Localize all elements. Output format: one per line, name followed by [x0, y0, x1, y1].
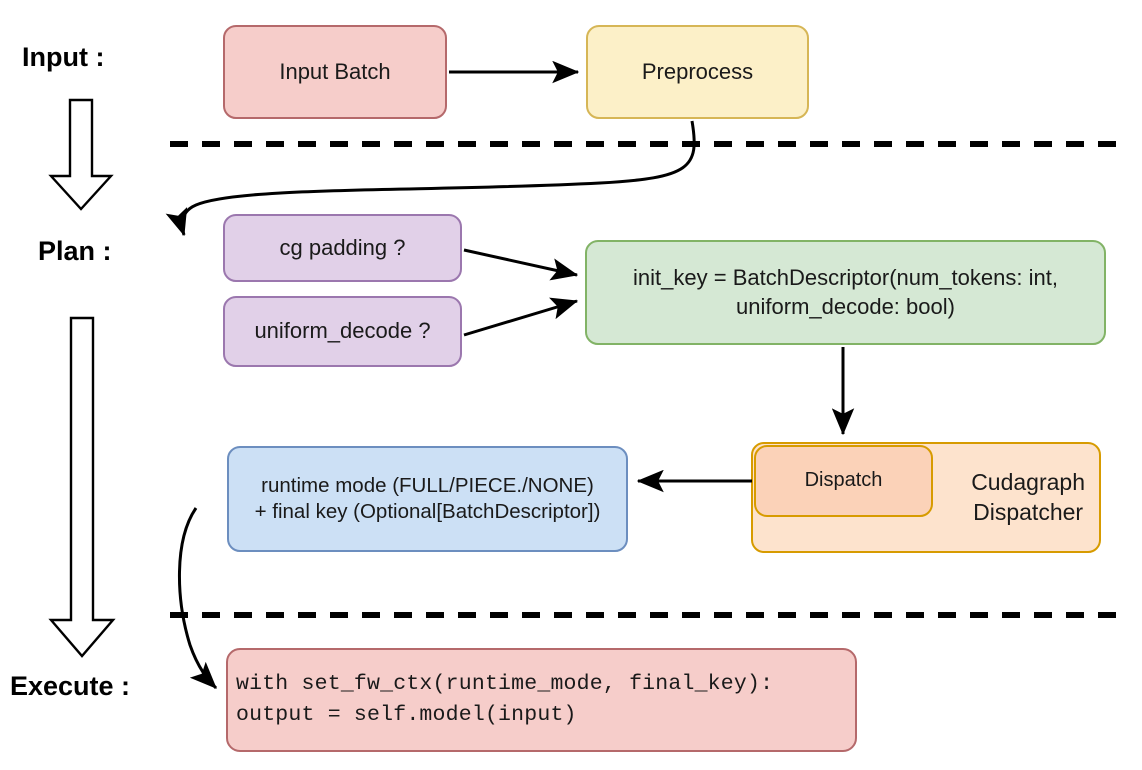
node-preprocess[interactable]: Preprocess [586, 25, 809, 119]
stage-arrow-plan-to-execute [48, 316, 116, 658]
stage-label-input: Input : [22, 42, 105, 72]
node-input-batch[interactable]: Input Batch [223, 25, 447, 119]
stage-label-plan: Plan : [38, 236, 112, 266]
connector-runtime-mode-to-exec-code [177, 507, 218, 690]
node-dispatch[interactable]: Dispatch [754, 445, 933, 517]
stage-arrow-input-to-plan [48, 98, 114, 211]
node-exec-code[interactable]: with set_fw_ctx(runtime_mode, final_key)… [226, 648, 857, 752]
connector-cg-padding-to-init-key [463, 248, 579, 281]
node-uniform-decode[interactable]: uniform_decode ? [223, 296, 462, 367]
stage-label-execute: Execute : [10, 671, 131, 701]
node-init-key[interactable]: init_key = BatchDescriptor(num_tokens: i… [585, 240, 1106, 345]
node-cg-padding[interactable]: cg padding ? [223, 214, 462, 282]
node-runtime-mode[interactable]: runtime mode (FULL/PIECE./NONE) + final … [227, 446, 628, 552]
connector-uniform-decode-to-init-key [463, 297, 579, 337]
